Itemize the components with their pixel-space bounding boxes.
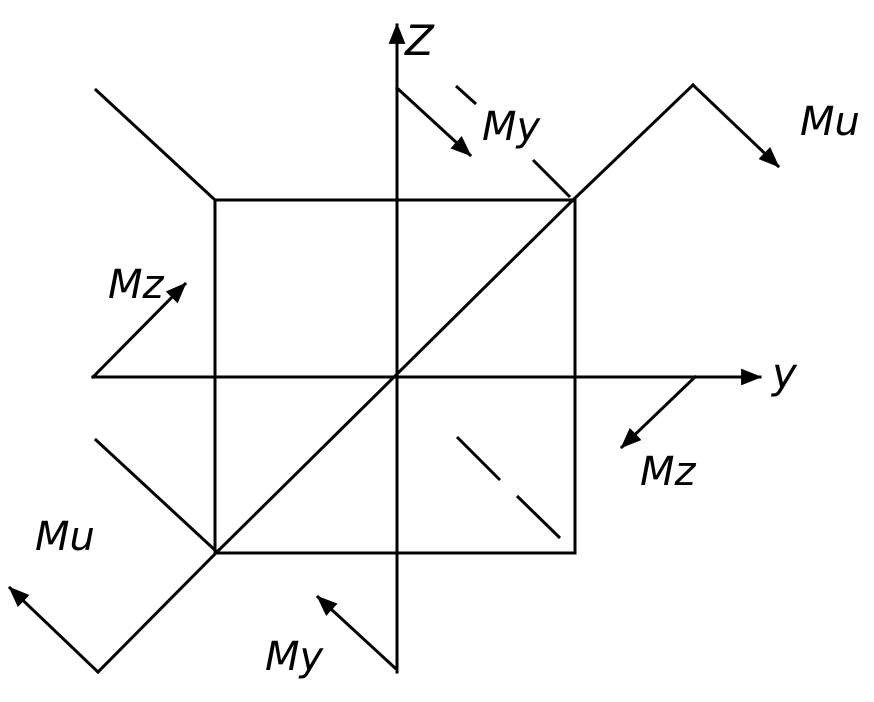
z-axis-label: Z [404,16,435,65]
my-top-dash-1 [454,84,478,106]
my-top-arrow [394,85,473,158]
mz-right-arrow [619,374,698,450]
mu-bottom-label: Mu [35,514,95,560]
my-top-label: My [482,104,542,150]
mu-top-label: Mu [800,99,860,145]
mz-left-label: Mz [108,262,165,308]
mu-bottom-extension [95,549,220,675]
inner-dash-2 [515,494,562,540]
mu-top-arrow [690,82,781,169]
mu-leg-bottom-left [93,437,220,555]
mz-right-label: Mz [640,449,697,495]
my-bottom-label: My [265,634,325,680]
y-axis-label: y [770,349,798,398]
mz-left-arrow [90,281,188,380]
inner-dash-1 [455,435,502,482]
my-bottom-arrow [315,594,398,671]
mu-leg-top-left [93,87,218,203]
my-top-dash-2 [531,158,572,199]
mu-top-extension [570,82,696,203]
mu-bottom-arrow [7,585,101,675]
